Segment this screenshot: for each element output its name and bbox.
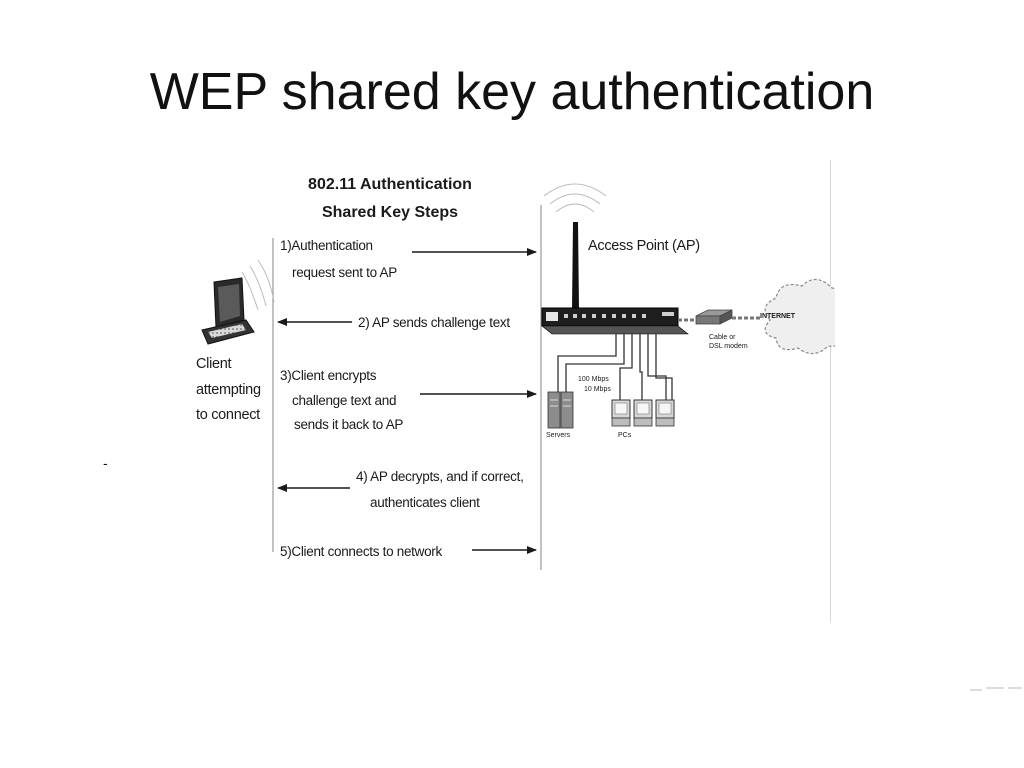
diagram-graphics [201,183,835,570]
modem-label-line-2: DSL modem [709,343,748,350]
diagram-title-line-2: Shared Key Steps [321,204,459,221]
step-3-line-1: 3)Client encrypts [280,368,377,383]
slide-title: WEP shared key authentication [149,63,875,121]
step-3-line-2: challenge text and [292,393,397,408]
step-2-line-1: 2) AP sends challenge text [358,315,510,330]
pc-icon-2 [633,399,653,427]
speed-label-10: 10 Mbps [584,386,611,393]
pc-icon-1 [611,399,631,427]
client-label-line-2: attempting [196,382,261,398]
access-point-icon [541,307,689,335]
step-5-line-1: 5)Client connects to network [280,544,442,559]
pc-icon-3 [655,399,675,427]
servers-icon [547,391,574,429]
step-4-line-1: 4) AP decrypts, and if correct, [356,469,524,484]
footer-mark [970,687,1022,691]
shared-key-diagram: 802.11 Authentication Shared Key Steps 1… [180,160,835,590]
laptop-icon [201,259,275,345]
ap-wireless-waves [543,183,607,213]
internet-label: INTERNET [760,313,795,320]
step-3-line-3: sends it back to AP [294,417,404,432]
servers-label: Servers [546,432,571,439]
bullet-dash: - [103,455,108,471]
client-label-line-1: Client [196,356,232,372]
modem-label-line-1: Cable or [709,334,736,341]
network-cables [557,334,673,400]
divider-line [830,160,831,622]
client-label-line-3: to connect [196,407,260,423]
pcs-label: PCs [618,432,632,439]
speed-label-100: 100 Mbps [578,376,609,383]
diagram-title-line-1: 802.11 Authentication [308,176,472,193]
antenna-icon [572,222,579,310]
access-point-label: Access Point (AP) [588,238,700,254]
step-1-line-1: 1)Authentication [280,238,373,253]
internet-cloud-icon [764,278,835,355]
step-4-line-2: authenticates client [370,495,480,510]
step-1-line-2: request sent to AP [292,265,397,280]
modem-icon [695,309,733,325]
